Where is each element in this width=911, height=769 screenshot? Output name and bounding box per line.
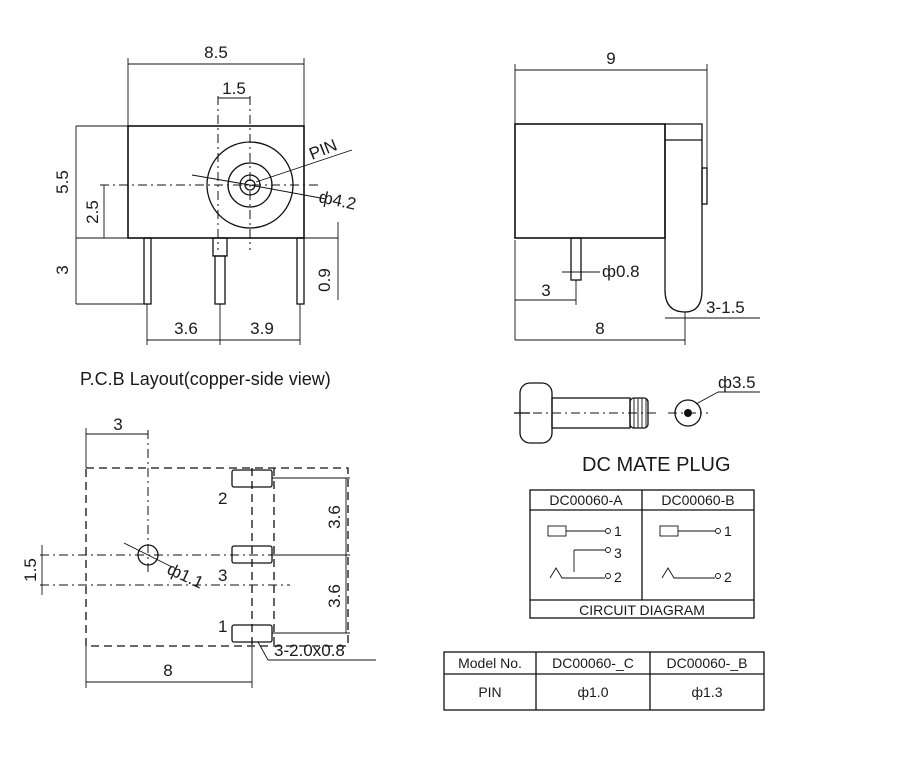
pcb-slot-3 — [231, 545, 273, 564]
front-leg-center-top — [212, 237, 228, 257]
plug-dia: ф3.5 — [718, 373, 756, 392]
side-body — [514, 123, 666, 239]
front-height-dim: 5.5 — [53, 170, 72, 194]
model-table-row-b: ф1.3 — [692, 684, 723, 700]
front-pin-offset-dim: 1.5 — [222, 79, 246, 98]
model-table: Model No. DC00060-_C DC00060-_B PIN ф1.0… — [443, 651, 765, 711]
circuit-b-pin-1: 1 — [724, 523, 732, 539]
front-hole-dia: ф4.2 — [317, 187, 358, 213]
circuit-a-pin-3: 3 — [614, 545, 622, 561]
circuit-col-b: DC00060-B — [661, 492, 734, 508]
side-view: 9 ф0.8 3 8 3-1.5 — [514, 49, 760, 345]
dc-plug: ф3.5 DC MATE PLUG — [514, 373, 760, 476]
front-leg-width-dim: 0.9 — [315, 268, 334, 292]
plug-grip — [629, 397, 649, 429]
pcb-layout: 2 3 1 3 3.6 3.6 1.5 ф1.1 8 3-2.0x0.8 — [21, 415, 376, 688]
front-body — [127, 125, 305, 239]
side-bottom-depth-dim: 8 — [595, 319, 604, 338]
model-table-row-label: PIN — [478, 684, 501, 700]
front-view: 8.5 1.5 5.5 2.5 3 PIN ф4.2 0.9 3.6 3.9 — [53, 43, 358, 345]
front-leg-length-dim: 3 — [53, 265, 72, 274]
model-table-header-model: Model No. — [458, 655, 522, 671]
front-leg-right — [296, 237, 305, 305]
front-leg-left — [143, 237, 152, 305]
side-pin-dia: ф0.8 — [602, 262, 640, 281]
side-tab-dim: 3-1.5 — [706, 298, 745, 317]
front-right-spacing-dim: 3.9 — [250, 319, 274, 338]
pcb-side-offset-dim: 1.5 — [21, 558, 40, 582]
pcb-slot-2 — [231, 469, 273, 488]
circuit-diagram: DC00060-A DC00060-B 1 3 2 1 2 CIRCUIT DI… — [529, 489, 755, 619]
side-pin-offset-dim: 3 — [541, 281, 550, 300]
side-depth-dim: 9 — [606, 49, 615, 68]
pcb-upper-spacing-dim: 3.6 — [325, 505, 344, 529]
pcb-caption: P.C.B Layout(copper-side view) — [80, 369, 331, 389]
model-table-header-c: DC00060-_C — [552, 655, 634, 671]
model-table-header-b: DC00060-_B — [667, 655, 748, 671]
pcb-pin-label-3: 3 — [218, 566, 227, 585]
pcb-lower-spacing-dim: 3.6 — [325, 584, 344, 608]
pcb-center-hole — [137, 544, 159, 566]
circuit-footer: CIRCUIT DIAGRAM — [579, 602, 705, 618]
front-left-spacing-dim: 3.6 — [174, 319, 198, 338]
circuit-a-pin-1: 1 — [614, 523, 622, 539]
front-center-height-dim: 2.5 — [83, 200, 102, 224]
pcb-top-offset-dim: 3 — [113, 415, 122, 434]
pcb-slots-note: 3-2.0x0.8 — [274, 641, 345, 660]
plug-title: DC MATE PLUG — [582, 454, 731, 476]
circuit-a-pin-2: 2 — [614, 569, 622, 585]
side-pin — [570, 237, 582, 281]
pcb-pin-label-2: 2 — [218, 489, 227, 508]
side-tab — [664, 123, 703, 313]
circuit-a-plug-symbol — [547, 525, 567, 537]
pcb-slot-1 — [231, 624, 273, 643]
pcb-pin-label-1: 1 — [218, 617, 227, 636]
front-width-dim: 8.5 — [204, 43, 228, 62]
pcb-hole-dia: ф1.1 — [164, 559, 206, 592]
pcb-width-dim: 8 — [163, 661, 172, 680]
model-table-frame — [443, 651, 765, 711]
front-pin-label: PIN — [306, 135, 339, 163]
pcb-outline — [85, 467, 349, 647]
circuit-b-pin-2: 2 — [724, 569, 732, 585]
circuit-col-a: DC00060-A — [549, 492, 623, 508]
front-leg-center — [214, 255, 226, 305]
circuit-b-plug-symbol — [659, 525, 679, 537]
model-table-row-c: ф1.0 — [578, 684, 609, 700]
